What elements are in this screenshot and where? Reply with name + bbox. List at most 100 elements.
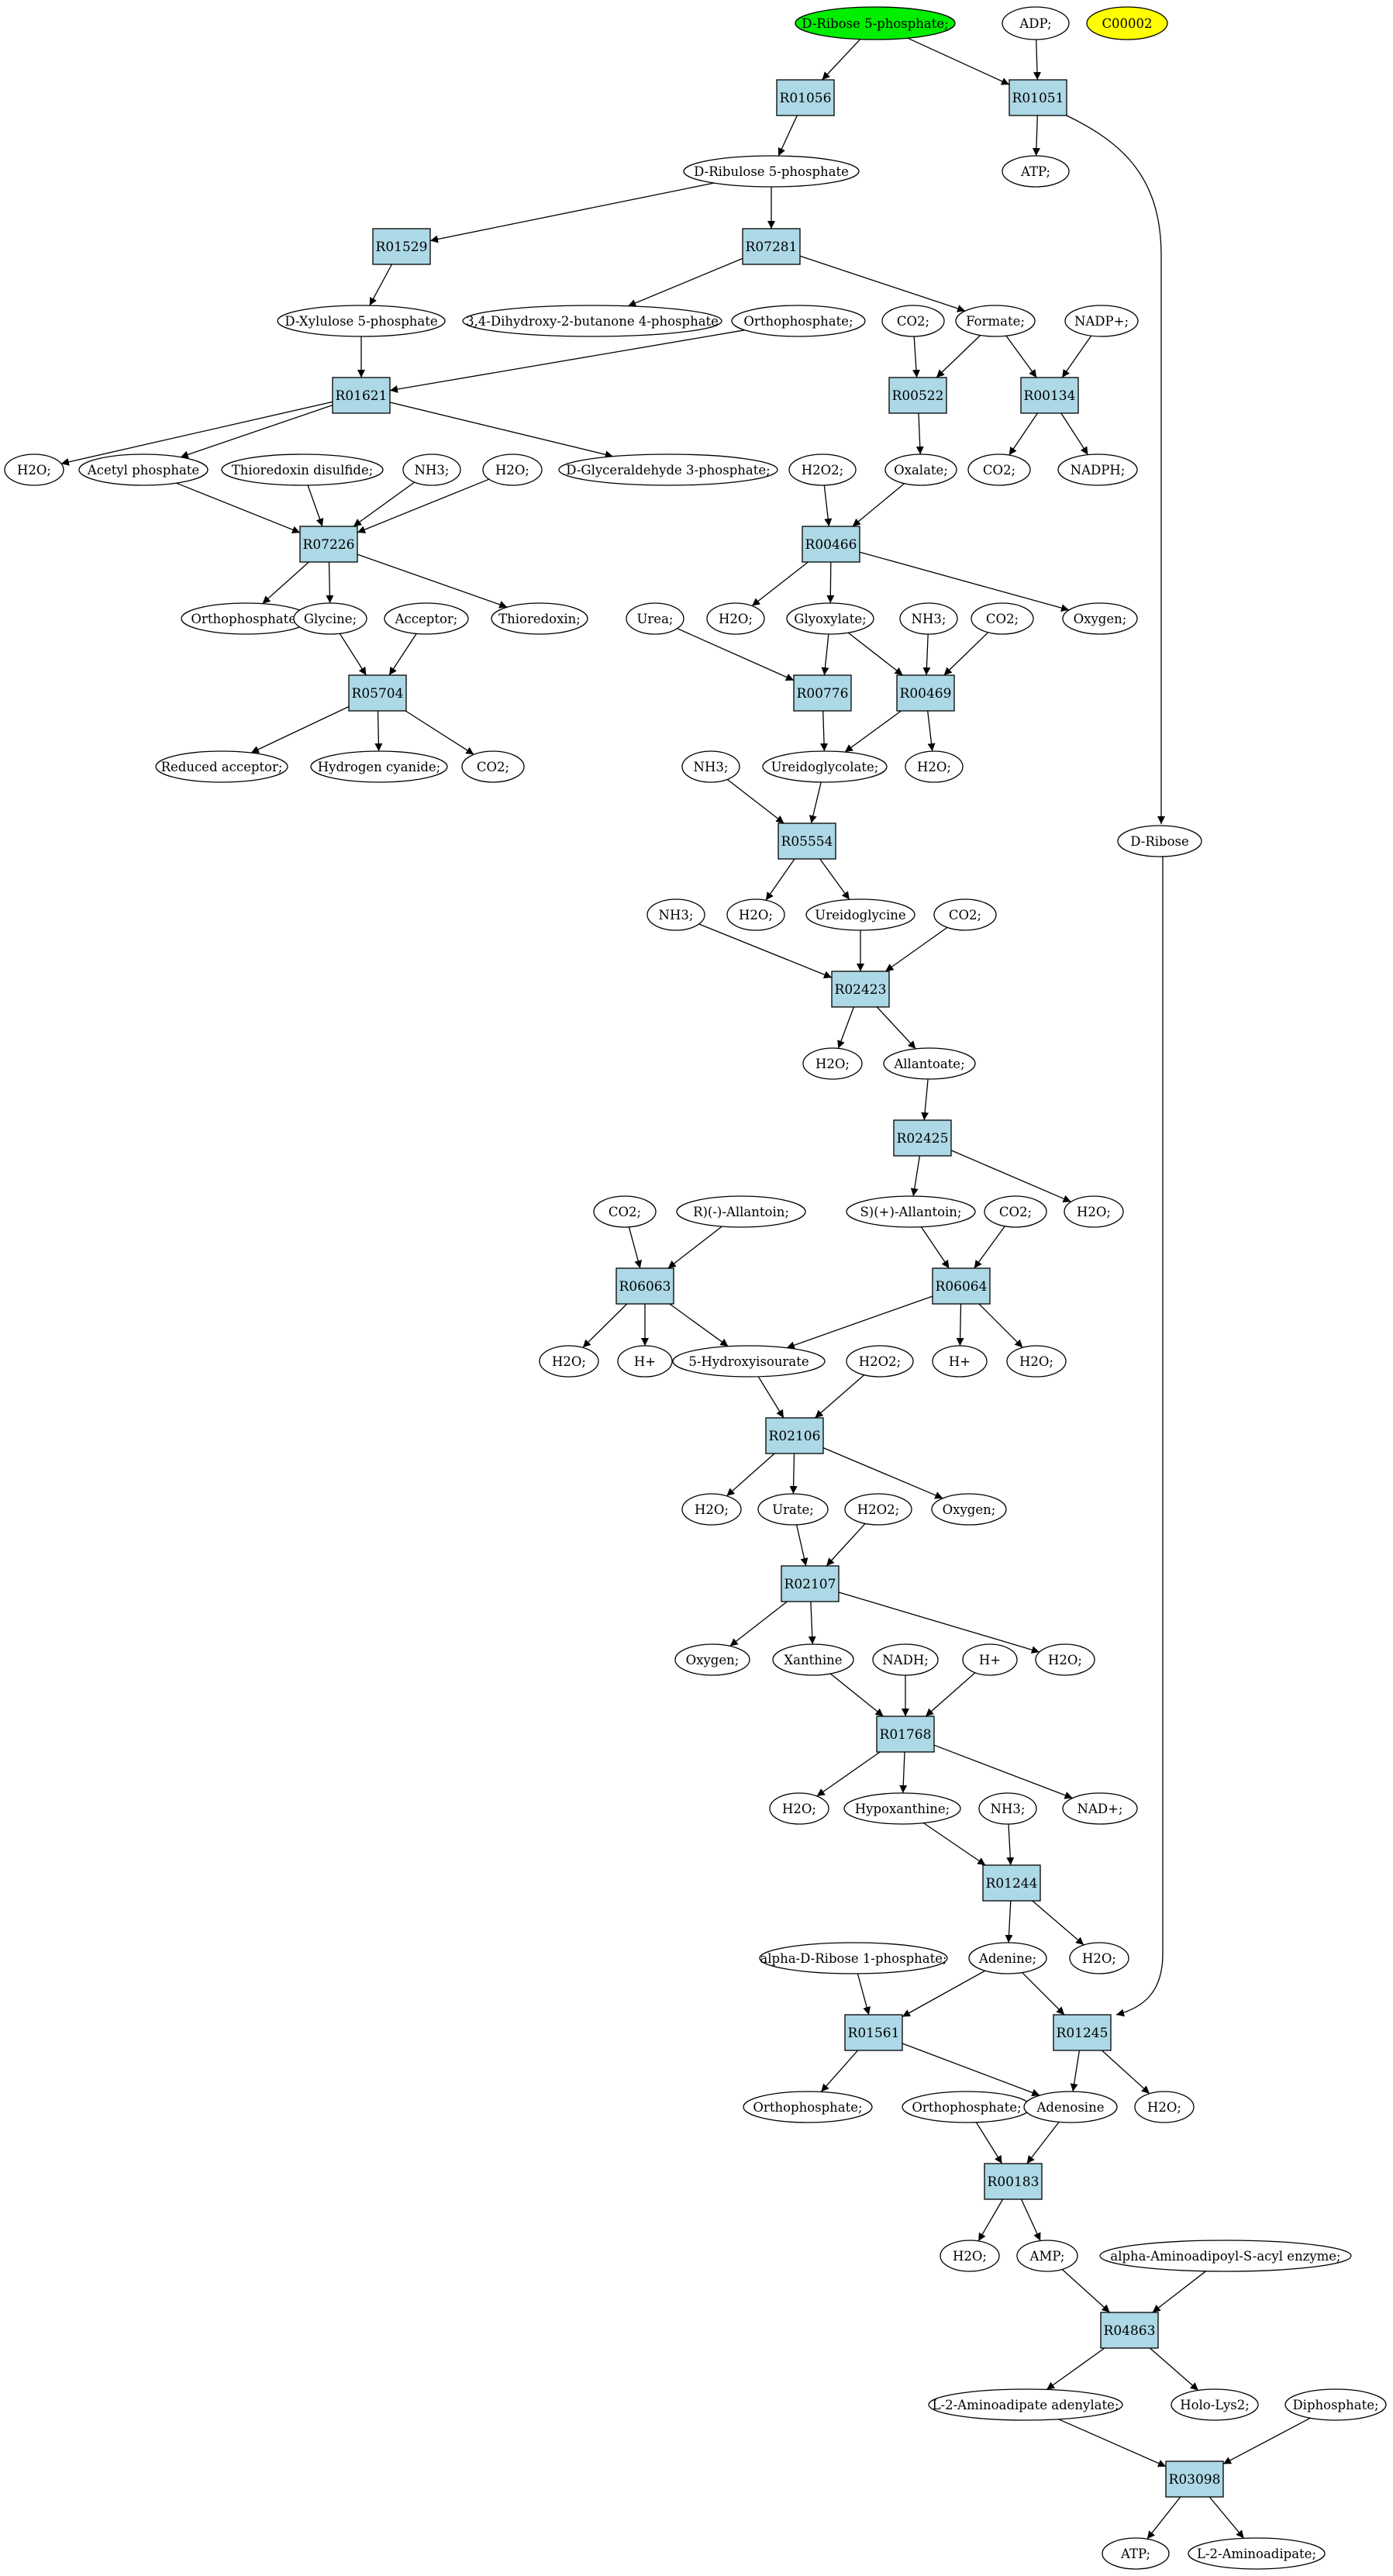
compound-node-h[interactable]: H+ (617, 1345, 673, 1378)
reaction-node-r04863[interactable]: R04863 (1100, 2312, 1159, 2349)
compound-node-co2[interactable]: CO2; (933, 898, 997, 931)
compound-node-orthophosphate[interactable]: Orthophosphate; (731, 305, 866, 337)
compound-node-nadh[interactable]: NADH; (872, 1643, 939, 1676)
compound-node-hydrogen-cyanide[interactable]: Hydrogen cyanide; (310, 750, 448, 783)
compound-node-h2o[interactable]: H2O; (940, 2240, 1000, 2272)
reaction-node-r01529[interactable]: R01529 (372, 228, 431, 265)
compound-node-xanthine[interactable]: Xanthine (772, 1643, 854, 1676)
compound-node-h2o[interactable]: H2O; (1006, 1345, 1067, 1378)
reaction-node-r07281[interactable]: R07281 (742, 228, 801, 265)
compound-node-atp[interactable]: ATP; (1102, 2537, 1170, 2570)
compound-node-nh3[interactable]: NH3; (681, 750, 740, 783)
compound-node-h2o[interactable]: H2O; (1035, 1643, 1095, 1676)
compound-node-thioredoxin[interactable]: Thioredoxin; (491, 602, 588, 635)
reaction-node-r06064[interactable]: R06064 (932, 1267, 991, 1305)
compound-node-acceptor[interactable]: Acceptor; (384, 602, 469, 635)
reaction-node-r05704[interactable]: R05704 (348, 674, 407, 712)
compound-node-co2[interactable]: CO2; (967, 453, 1031, 486)
reaction-node-r02107[interactable]: R02107 (781, 1565, 840, 1602)
compound-node-co2[interactable]: CO2; (593, 1195, 657, 1228)
compound-node-orthophosphate[interactable]: Orthophosphate; (743, 2091, 873, 2123)
compound-node-formate[interactable]: Formate; (955, 305, 1036, 337)
compound-node-nadp[interactable]: NADP+; (1064, 305, 1139, 337)
compound-node-h2o2[interactable]: H2O2; (788, 453, 857, 486)
reaction-node-r01056[interactable]: R01056 (776, 79, 835, 116)
reaction-node-r05554[interactable]: R05554 (778, 822, 836, 860)
compound-node-glycine[interactable]: Glycine; (293, 602, 367, 635)
compound-node-allantoate[interactable]: Allantoate; (883, 1047, 976, 1080)
compound-node-oxygen[interactable]: Oxygen; (931, 1493, 1007, 1526)
compound-node-oxygen[interactable]: Oxygen; (1062, 602, 1138, 635)
compound-node-holo-lys2[interactable]: Holo-Lys2; (1171, 2388, 1259, 2421)
compound-node-h2o[interactable]: H2O; (4, 453, 64, 486)
compound-node-nh3[interactable]: NH3; (899, 602, 958, 635)
compound-node-h2o[interactable]: H2O; (1134, 2091, 1195, 2123)
reaction-node-r00134[interactable]: R00134 (1020, 377, 1079, 414)
compound-node-orthophosphate[interactable]: Orthophosphate; (902, 2091, 1032, 2123)
reaction-node-r02423[interactable]: R02423 (831, 971, 890, 1008)
reaction-node-r01051[interactable]: R01051 (1009, 79, 1067, 116)
compound-node-co2[interactable]: CO2; (881, 305, 945, 337)
compound-node-h2o2[interactable]: H2O2; (846, 1345, 914, 1378)
reaction-node-r07226[interactable]: R07226 (299, 526, 358, 563)
compound-node-oxalate[interactable]: Oxalate; (884, 453, 957, 486)
reaction-node-r00522[interactable]: R00522 (888, 377, 947, 414)
reaction-node-r01561[interactable]: R01561 (844, 2014, 903, 2051)
reaction-node-r00466[interactable]: R00466 (802, 526, 860, 563)
reaction-node-r06063[interactable]: R06063 (615, 1267, 674, 1305)
compound-node-nadph[interactable]: NADPH; (1057, 453, 1138, 486)
compound-node-orthophosphate[interactable]: Orthophosphate; (181, 602, 311, 635)
compound-node-h2o[interactable]: H2O; (802, 1047, 863, 1080)
compound-node-nh3[interactable]: NH3; (402, 453, 461, 486)
compound-node-glyoxylate[interactable]: Glyoxylate; (786, 602, 874, 635)
compound-node-oxygen[interactable]: Oxygen; (674, 1643, 750, 1676)
compound-node-d-ribulose-5-phosphate[interactable]: D-Ribulose 5-phosphate (683, 155, 860, 188)
compound-node-urea[interactable]: Urea; (626, 602, 684, 635)
compound-node-atp[interactable]: ATP; (1002, 155, 1070, 188)
compound-node-h2o[interactable]: H2O; (726, 898, 785, 931)
compound-node-h2o[interactable]: H2O; (482, 453, 543, 486)
compound-node-h2o[interactable]: H2O; (706, 602, 765, 635)
compound-node-d-glyceraldehyde-3-phosphate[interactable]: D-Glyceraldehyde 3-phosphate; (558, 453, 778, 486)
compound-node-co2[interactable]: CO2; (461, 750, 525, 783)
compound-node-h2o[interactable]: H2O; (1069, 1942, 1129, 1974)
compound-node-h2o[interactable]: H2O; (905, 750, 964, 783)
reaction-node-r01621[interactable]: R01621 (332, 377, 391, 414)
reaction-node-r00776[interactable]: R00776 (793, 674, 852, 712)
compound-node-thioredoxin-disulfide[interactable]: Thioredoxin disulfide; (221, 453, 384, 486)
reaction-node-r03098[interactable]: R03098 (1165, 2460, 1224, 2498)
compound-node-c00002[interactable]: C00002 (1086, 6, 1168, 40)
compound-node-alpha-aminoadipoyl-s-acyl-enzyme[interactable]: alpha-Aminoadipoyl-S-acyl enzyme; (1099, 2240, 1352, 2272)
compound-node-reduced-acceptor[interactable]: Reduced acceptor; (155, 750, 288, 783)
reaction-node-r01768[interactable]: R01768 (876, 1716, 935, 1753)
compound-node-adenosine[interactable]: Adenosine (1023, 2091, 1118, 2123)
compound-node-h2o[interactable]: H2O; (681, 1493, 742, 1526)
compound-node-d-ribose-5-phosphate[interactable]: D-Ribose 5-phosphate; (795, 6, 956, 40)
reaction-node-r02106[interactable]: R02106 (765, 1417, 824, 1454)
compound-node-diphosphate[interactable]: Diphosphate; (1284, 2388, 1387, 2421)
compound-node-ureidoglycine[interactable]: Ureidoglycine (805, 898, 915, 931)
reaction-node-r00469[interactable]: R00469 (896, 674, 955, 712)
compound-node-h[interactable]: H+ (932, 1345, 988, 1378)
compound-node-ureidoglycolate[interactable]: Ureidoglycolate; (762, 750, 888, 783)
compound-node-nh3[interactable]: NH3; (647, 898, 705, 931)
compound-node-l-2-aminoadipate-adenylate[interactable]: L-2-Aminoadipate adenylate; (928, 2388, 1123, 2421)
compound-node-adp[interactable]: ADP; (1002, 6, 1070, 40)
compound-node-h2o[interactable]: H2O; (1064, 1195, 1124, 1228)
compound-node-h2o[interactable]: H2O; (769, 1792, 829, 1825)
compound-node-h2o[interactable]: H2O; (539, 1345, 599, 1378)
compound-node-amp[interactable]: AMP; (1016, 2240, 1078, 2272)
compound-node-l-2-aminoadipate[interactable]: L-2-Aminoadipate; (1188, 2537, 1326, 2570)
compound-node-h[interactable]: H+ (962, 1643, 1018, 1676)
compound-node-5-hydroxyisourate[interactable]: 5-Hydroxyisourate (672, 1345, 826, 1378)
compound-node-adenine[interactable]: Adenine; (968, 1942, 1047, 1974)
compound-node-3-4-dihydroxy-2-butanone-4-phosphate[interactable]: 3,4-Dihydroxy-2-butanone 4-phosphate (462, 305, 722, 337)
compound-node-alpha-d-ribose-1-phosphate[interactable]: alpha-D-Ribose 1-phosphate; (759, 1942, 948, 1974)
compound-node-co2[interactable]: CO2; (984, 1195, 1047, 1228)
compound-node-urate[interactable]: Urate; (757, 1493, 829, 1526)
reaction-node-r00183[interactable]: R00183 (984, 2163, 1043, 2200)
reaction-node-r02425[interactable]: R02425 (893, 1119, 952, 1157)
compound-node-r-allantoin[interactable]: R)(-)-Allantoin; (676, 1195, 806, 1228)
reaction-node-r01244[interactable]: R01244 (982, 1864, 1041, 1902)
compound-node-acetyl-phosphate[interactable]: Acetyl phosphate (78, 453, 209, 486)
